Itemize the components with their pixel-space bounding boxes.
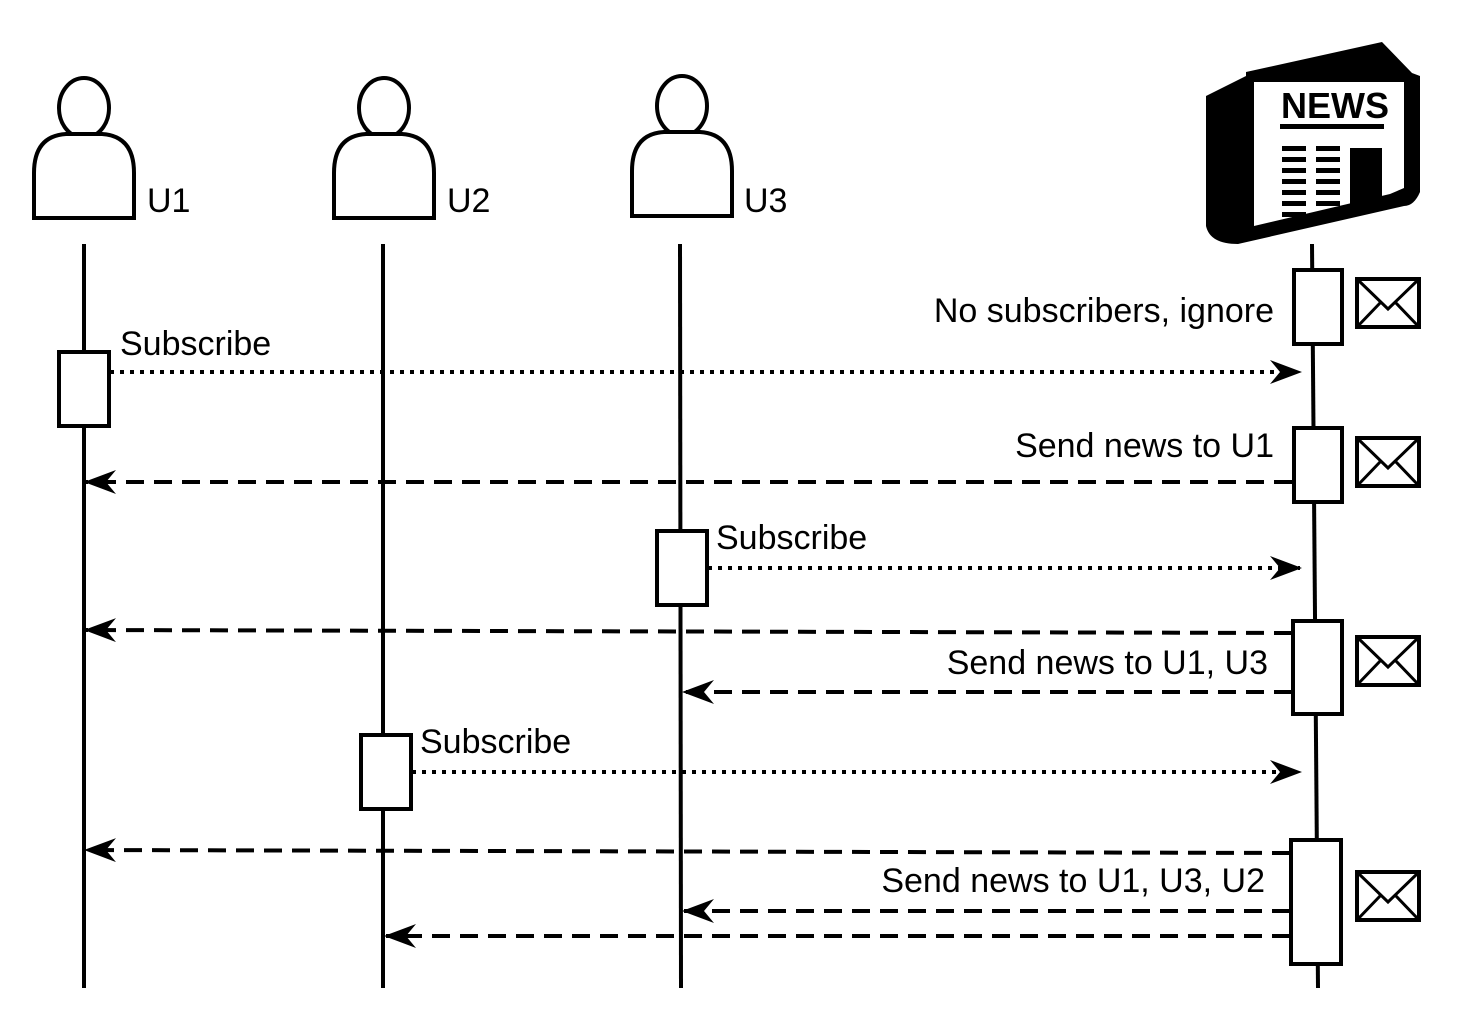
lifeline-u3 (678, 243, 683, 989)
message-send-to-u1-u3-u2: Send news to U1, U3, U2 (881, 862, 1265, 900)
news-arrow-to-u1-2 (84, 618, 1293, 643)
activation-u1 (57, 350, 111, 428)
activation-news-1 (1292, 268, 1344, 346)
actor-u3: U3 (630, 74, 787, 220)
message-u2-subscribe: Subscribe (420, 723, 571, 761)
activation-news-4 (1289, 838, 1343, 966)
actor-label-u2: U2 (447, 182, 490, 220)
message-no-subscribers: No subscribers, ignore (934, 292, 1274, 330)
news-arrow-to-u1-3 (84, 838, 1291, 863)
message-send-to-u1: Send news to U1 (1015, 427, 1274, 465)
person-icon (332, 76, 436, 220)
envelope-icon (1355, 635, 1421, 687)
actor-u1: U1 (32, 76, 190, 220)
actor-label-u1: U1 (147, 182, 190, 220)
activation-news-2 (1292, 426, 1344, 504)
envelope-icon (1355, 277, 1421, 329)
activation-boxes (57, 268, 1344, 966)
person-icon (630, 74, 734, 218)
message-u1-subscribe: Subscribe (120, 325, 271, 363)
actor-label-u3: U3 (744, 182, 787, 220)
actor-u2: U2 (332, 76, 490, 220)
activation-u3 (655, 529, 709, 607)
news-title: NEWS (1281, 85, 1389, 126)
message-u3-subscribe: Subscribe (716, 519, 867, 557)
envelope-icon (1355, 870, 1421, 922)
newspaper-icon: NEWS (1206, 42, 1420, 244)
activation-u2 (359, 733, 413, 811)
person-icon (32, 76, 136, 220)
activation-news-3 (1291, 619, 1344, 716)
message-send-to-u1-u3: Send news to U1, U3 (947, 644, 1268, 682)
envelope-icon (1355, 436, 1421, 488)
